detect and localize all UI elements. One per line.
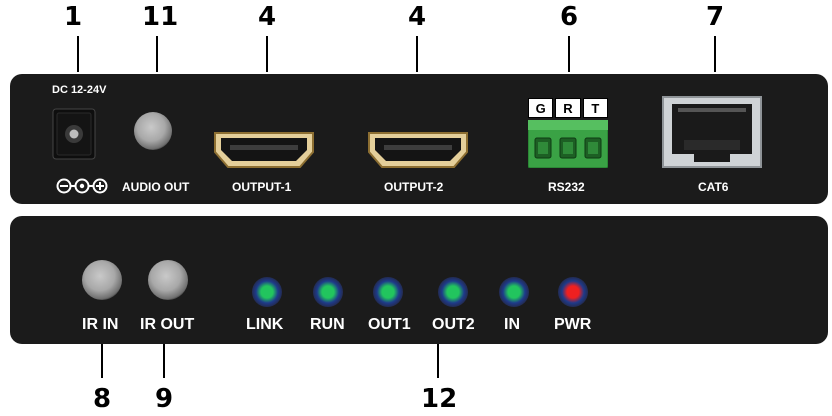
- hdmi-output-1-port[interactable]: [212, 130, 316, 170]
- rs232-terminal-block[interactable]: [528, 120, 608, 168]
- rear-panel-top: DC 12-24V AUDIO OUT OUTPUT-1 OUTPUT-2 G …: [10, 74, 828, 204]
- ir-out-jack[interactable]: [148, 260, 188, 300]
- output-1-label: OUTPUT-1: [232, 180, 292, 194]
- led-run-indicator: [313, 277, 343, 307]
- leader-line-audio: [156, 36, 158, 72]
- leader-line-output1: [266, 36, 268, 72]
- dc-label: DC 12-24V: [52, 84, 107, 96]
- led-link-label: LINK: [246, 316, 284, 333]
- rs232-pin-t: T: [582, 98, 608, 118]
- hdmi-output-2-port[interactable]: [366, 130, 470, 170]
- leader-line-ir-in: [101, 344, 103, 378]
- cat6-rj45-port[interactable]: [662, 96, 762, 168]
- cat6-label: CAT6: [698, 180, 729, 194]
- ir-in-jack[interactable]: [82, 260, 122, 300]
- led-in-label: IN: [504, 316, 520, 333]
- dc-polarity-icon: [56, 178, 108, 194]
- led-pwr-label: PWR: [554, 316, 592, 333]
- callout-output2: 4: [408, 2, 427, 32]
- led-out2-label: OUT2: [432, 316, 475, 333]
- callout-ir-out: 9: [155, 384, 174, 414]
- led-out1-label: OUT1: [368, 316, 411, 333]
- rs232-pin-g: G: [528, 98, 554, 118]
- callout-rs232: 6: [560, 2, 579, 32]
- led-out2-indicator: [438, 277, 468, 307]
- rs232-pin-r: R: [555, 98, 581, 118]
- dc-power-jack[interactable]: [52, 108, 96, 160]
- leader-line-cat6: [714, 36, 716, 72]
- rs232-pin-labels: G R T: [528, 98, 608, 118]
- callout-leds: 12: [421, 384, 458, 414]
- leader-line-dc: [77, 36, 79, 72]
- audio-out-label: AUDIO OUT: [122, 180, 190, 194]
- callout-cat6: 7: [706, 2, 725, 32]
- led-link-indicator: [252, 277, 282, 307]
- callout-ir-in: 8: [93, 384, 112, 414]
- callout-dc: 1: [64, 2, 83, 32]
- rs232-label: RS232: [548, 180, 585, 194]
- audio-out-jack[interactable]: [134, 112, 172, 150]
- leader-line-leds: [437, 344, 439, 378]
- output-2-label: OUTPUT-2: [384, 180, 444, 194]
- callout-output1: 4: [258, 2, 277, 32]
- callout-audio: 11: [142, 2, 179, 32]
- ir-in-label: IR IN: [82, 316, 119, 333]
- led-pwr-indicator: [558, 277, 588, 307]
- led-out1-indicator: [373, 277, 403, 307]
- leader-line-output2: [416, 36, 418, 72]
- led-in-indicator: [499, 277, 529, 307]
- front-panel-bottom: IR IN IR OUT LINK RUN OUT1 OUT2 IN PWR: [10, 216, 828, 344]
- leader-line-ir-out: [163, 344, 165, 378]
- leader-line-rs232: [568, 36, 570, 72]
- led-run-label: RUN: [310, 316, 345, 333]
- ir-out-label: IR OUT: [140, 316, 195, 333]
